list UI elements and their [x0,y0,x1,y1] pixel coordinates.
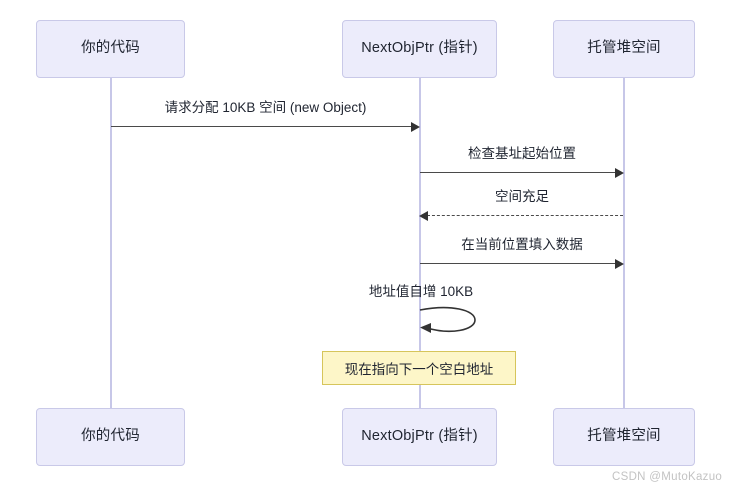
message-label-5: 地址值自增 10KB [368,284,474,299]
message-arrowhead-3 [419,210,428,221]
participant-bottom-code[interactable]: 你的代码 [36,408,185,466]
lifeline-heap [623,78,625,408]
participant-label: 托管堆空间 [587,40,661,57]
participant-label: 你的代码 [81,40,140,57]
participant-label: 托管堆空间 [587,428,661,445]
participant-top-heap[interactable]: 托管堆空间 [553,20,695,78]
participant-label: NextObjPtr (指针) [361,40,478,57]
participant-bottom-ptr[interactable]: NextObjPtr (指针) [342,408,497,466]
message-line-3 [427,215,623,216]
participant-top-ptr[interactable]: NextObjPtr (指针) [342,20,497,78]
note-over-ptr: 现在指向下一个空白地址 [322,351,516,385]
message-line-4 [420,263,617,264]
note-label: 现在指向下一个空白地址 [344,362,494,377]
watermark-text: CSDN @MutoKazuo [612,471,723,483]
participant-top-code[interactable]: 你的代码 [36,20,185,78]
message-line-2 [420,172,617,173]
message-label-2: 检查基址起始位置 [468,146,576,161]
message-label-3: 空间充足 [495,189,549,204]
lifeline-code [110,78,112,408]
message-arrowhead-2 [615,167,624,178]
message-arrowhead-4 [615,258,624,269]
message-line-1 [111,126,413,127]
participant-label: NextObjPtr (指针) [361,428,478,445]
participant-bottom-heap[interactable]: 托管堆空间 [553,408,695,466]
participant-label: 你的代码 [81,428,140,445]
self-loop-arrow [419,306,476,333]
lifeline-ptr [419,78,421,408]
message-label-4: 在当前位置填入数据 [461,237,583,252]
message-arrowhead-1 [411,121,420,132]
message-label-1: 请求分配 10KB 空间 (new Object) [164,100,367,115]
